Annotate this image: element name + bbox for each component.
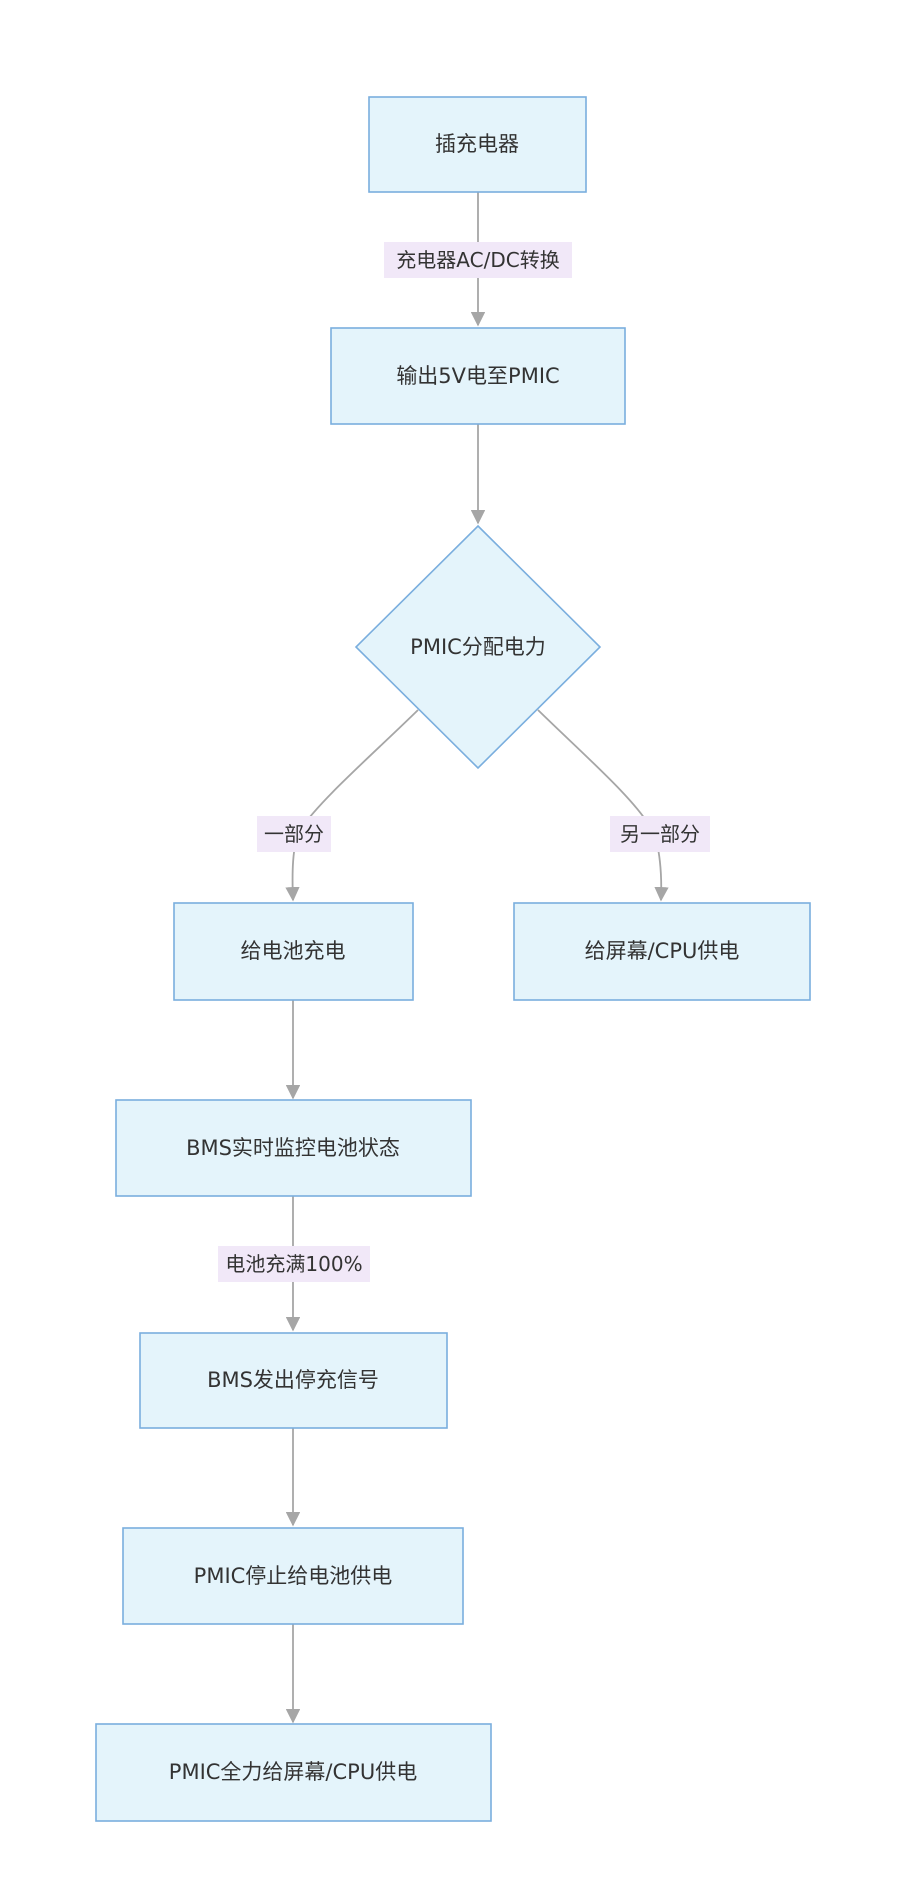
edge-label-full: 电池充满100% [218,1246,370,1282]
edge-label-acdc-text: 充电器AC/DC转换 [396,248,559,272]
node-pmic-stop-battery-text: PMIC停止给电池供电 [194,1564,393,1588]
node-pmic-stop-battery: PMIC停止给电池供电 [122,1527,464,1625]
node-output-5v-text: 输出5V电至PMIC [396,364,559,388]
node-bms-monitor: BMS实时监控电池状态 [115,1099,472,1197]
edge-label-part-text: 一部分 [264,822,324,846]
node-bms-stop-signal-text: BMS发出停充信号 [207,1368,379,1392]
node-bms-stop-signal: BMS发出停充信号 [139,1332,448,1429]
edge-label-full-text: 电池充满100% [225,1252,362,1276]
node-pmic-full-power-text: PMIC全力给屏幕/CPU供电 [169,1760,417,1784]
edge-label-acdc: 充电器AC/DC转换 [384,242,572,278]
edge-pmic-to-battery [285,709,419,902]
edge-label-other-part-text: 另一部分 [620,822,700,846]
node-pmic-full-power: PMIC全力给屏幕/CPU供电 [95,1723,492,1822]
node-pmic-distribute: PMIC分配电力 [354,524,602,770]
node-power-screen-cpu-text: 给屏幕/CPU供电 [585,939,740,963]
edge-label-part: 一部分 [257,816,331,852]
node-plug-charger-text: 插充电器 [435,132,519,156]
edge-label-other-part: 另一部分 [610,816,710,852]
node-plug-charger: 插充电器 [368,96,587,193]
edge-pmic-to-screen [537,709,669,902]
node-output-5v: 输出5V电至PMIC [330,327,626,425]
node-power-screen-cpu: 给屏幕/CPU供电 [513,902,811,1001]
node-pmic-distribute-text: PMIC分配电力 [410,635,546,659]
node-bms-monitor-text: BMS实时监控电池状态 [186,1136,400,1160]
node-charge-battery-text: 给电池充电 [241,939,346,963]
node-charge-battery: 给电池充电 [173,902,414,1001]
